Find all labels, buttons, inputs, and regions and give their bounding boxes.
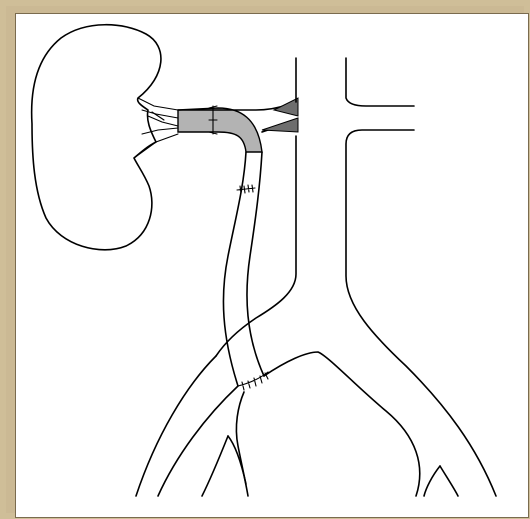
renal-hilum-vessels: [134, 98, 178, 158]
distal-anastomosis-sutures: [238, 372, 268, 390]
anatomical-diagram: [16, 14, 528, 517]
proximal-anastomosis-sutures: [237, 185, 255, 193]
aorta: [346, 58, 496, 496]
iliac-bifurcation: [136, 352, 458, 496]
kidney: [32, 25, 161, 250]
illustration-canvas: [16, 14, 528, 517]
renal-graft-segment: [178, 108, 262, 152]
